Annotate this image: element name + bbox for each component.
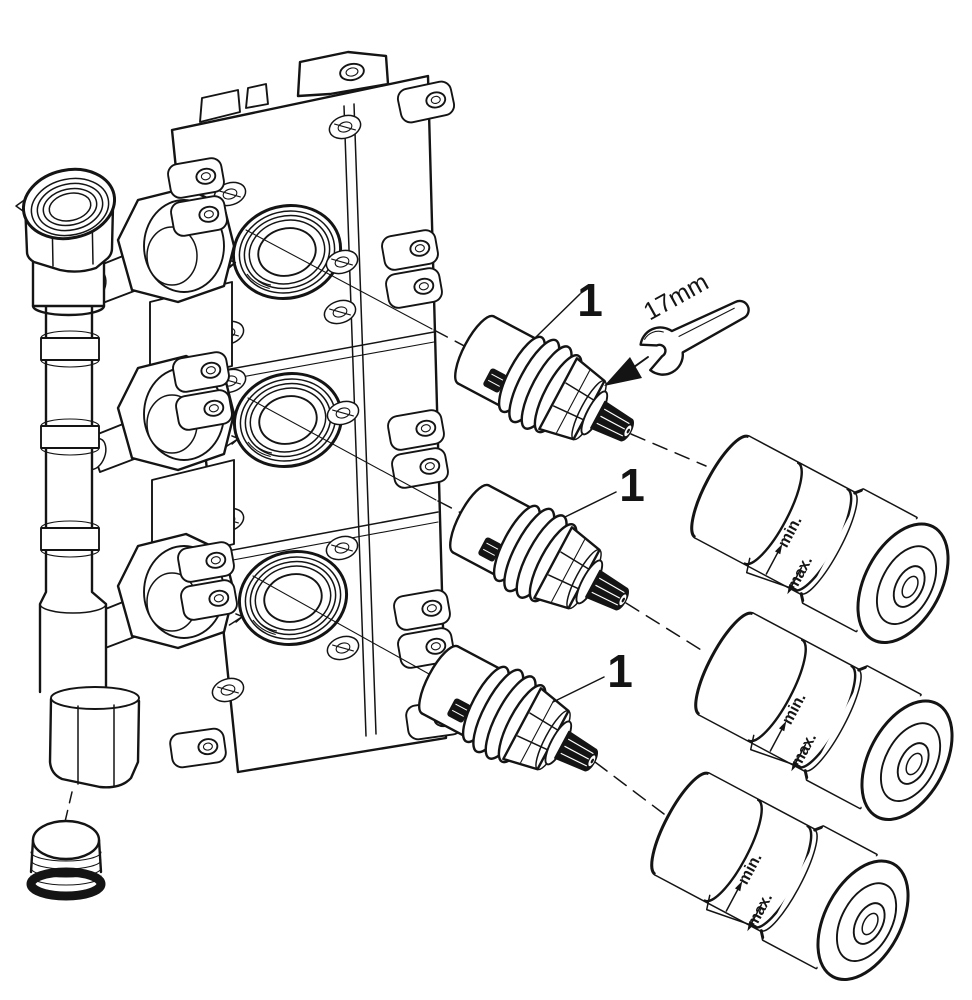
- pipe-coupling: [40, 520, 100, 558]
- protection-cap-top: min. max.: [676, 421, 969, 660]
- axis-lines: [245, 229, 439, 680]
- valve-body: [15, 50, 465, 901]
- protection-cap-middle: min. max.: [680, 598, 972, 837]
- max-arrow-icon: [747, 920, 755, 932]
- min-arrow-icon: [734, 880, 743, 892]
- valve-cartridge-top: [442, 302, 654, 474]
- max-arrow-icon: [791, 760, 799, 772]
- supply-pipe: [15, 167, 141, 901]
- pipe-union-nut: [48, 686, 141, 789]
- min-arrow-icon: [774, 543, 783, 555]
- pipe-inlet: [15, 167, 117, 317]
- pipe-coupling: [40, 330, 100, 368]
- top-bracket: [199, 50, 390, 123]
- plug-seal-ring: [26, 867, 106, 901]
- wrench-icon: [639, 299, 750, 376]
- sealing-plug: [26, 819, 106, 901]
- valve-cartridge-middle: [437, 471, 649, 643]
- part-number-label: 1: [607, 645, 633, 697]
- wrench-annotation: 17mm: [604, 268, 750, 386]
- callout-1-top: 1: [535, 274, 603, 338]
- callout-1-middle: 1: [564, 459, 645, 518]
- wrench-arrow-icon: [604, 357, 642, 386]
- max-arrow-icon: [787, 583, 795, 595]
- callout-1-bottom: 1: [552, 645, 633, 703]
- part-number-label: 1: [619, 459, 645, 511]
- pipe-coupling: [40, 418, 100, 456]
- valve-cartridge-bottom: [406, 632, 618, 804]
- min-arrow-icon: [778, 720, 787, 732]
- part-number-label: 1: [577, 274, 603, 326]
